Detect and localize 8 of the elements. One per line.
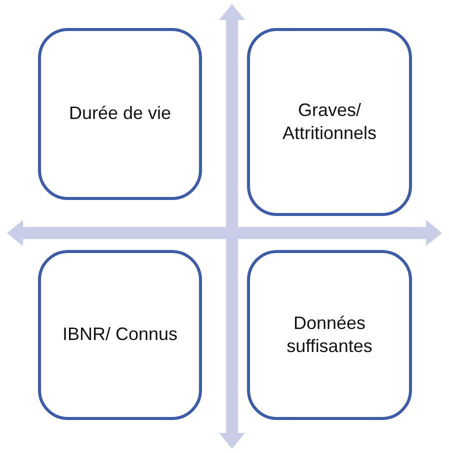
rounded-box [247, 250, 412, 420]
box-label: IBNR/ Connus [61, 323, 179, 346]
rounded-box [247, 28, 412, 216]
box-label: Graves/ Attritionnels [281, 98, 378, 145]
box-label: Durée de vie [68, 102, 172, 126]
rounded-box [38, 250, 202, 420]
rounded-box [38, 28, 202, 200]
box-label: Données suffisantes [286, 312, 374, 358]
